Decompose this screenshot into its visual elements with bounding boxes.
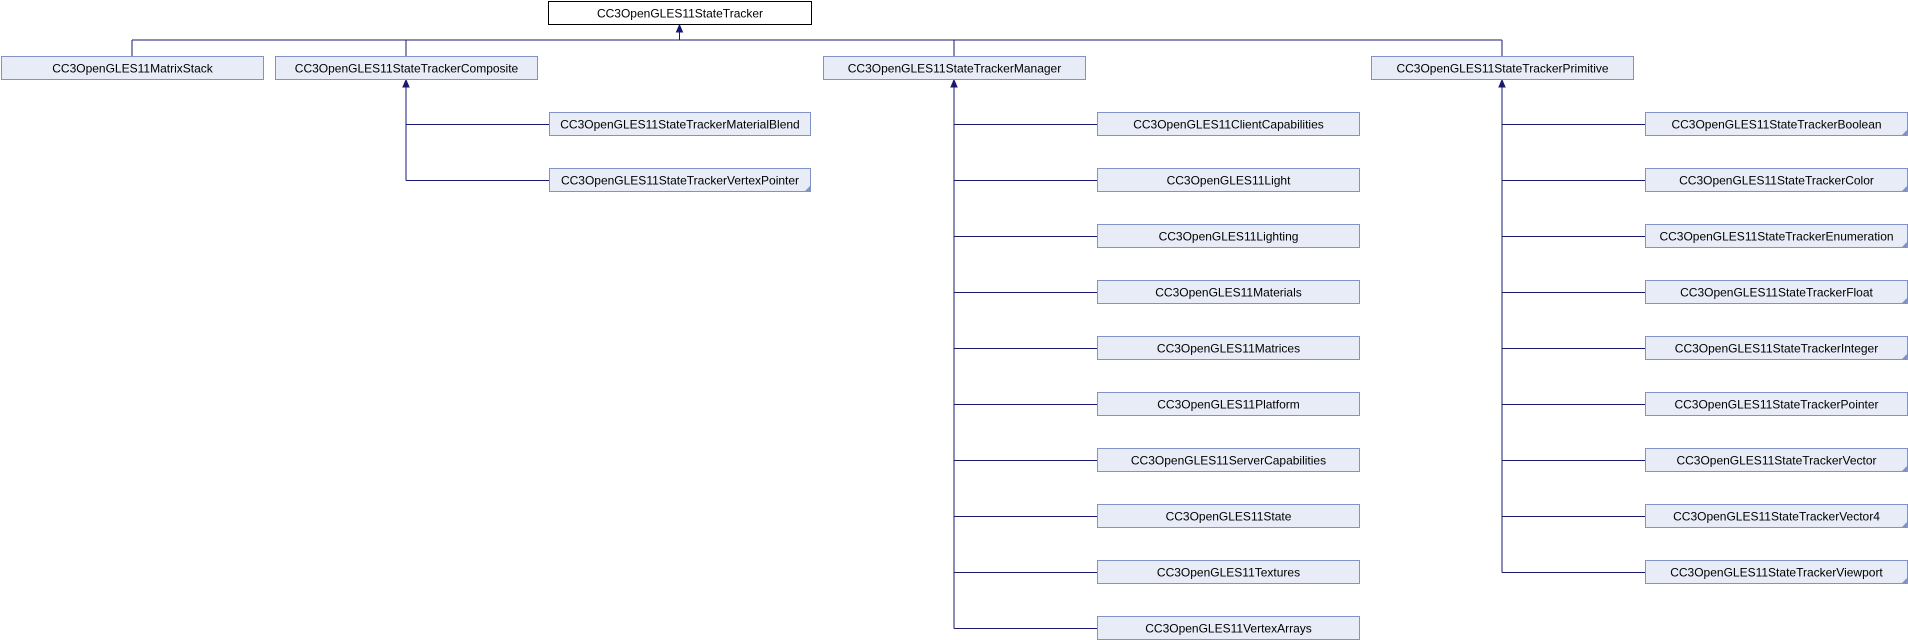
node-state-tracker-float-fold-corner xyxy=(1901,297,1908,304)
node-state-tracker-viewport-fold-corner xyxy=(1901,577,1908,584)
node-state-tracker-composite[interactable]: CC3OpenGLES11StateTrackerComposite xyxy=(275,56,538,80)
node-state-tracker-manager[interactable]: CC3OpenGLES11StateTrackerManager xyxy=(823,56,1086,80)
node-state-tracker-float-label: CC3OpenGLES11StateTrackerFloat xyxy=(1680,286,1873,300)
node-state-tracker-vector-fold-corner xyxy=(1901,465,1908,472)
inheritance-edges xyxy=(131,23,1645,629)
node-platform[interactable]: CC3OpenGLES11Platform xyxy=(1097,392,1360,416)
node-state-tracker-pointer-label: CC3OpenGLES11StateTrackerPointer xyxy=(1674,398,1878,412)
node-state-tracker-composite-box xyxy=(275,56,538,80)
node-state-tracker-primitive[interactable]: CC3OpenGLES11StateTrackerPrimitive xyxy=(1371,56,1634,80)
node-textures[interactable]: CC3OpenGLES11Textures xyxy=(1097,560,1360,584)
node-state-tracker-material-blend[interactable]: CC3OpenGLES11StateTrackerMaterialBlend xyxy=(549,112,811,136)
node-matrix-stack-box xyxy=(1,56,264,80)
node-state-tracker-color[interactable]: CC3OpenGLES11StateTrackerColor xyxy=(1645,168,1908,192)
node-vertex-arrays[interactable]: CC3OpenGLES11VertexArrays xyxy=(1097,616,1360,640)
node-client-capabilities-label: CC3OpenGLES11ClientCapabilities xyxy=(1133,118,1324,132)
node-state-tracker-composite-label: CC3OpenGLES11StateTrackerComposite xyxy=(295,62,519,76)
node-state-tracker-vector[interactable]: CC3OpenGLES11StateTrackerVector xyxy=(1645,448,1908,472)
node-matrix-stack[interactable]: CC3OpenGLES11MatrixStack xyxy=(1,56,264,80)
node-server-capabilities[interactable]: CC3OpenGLES11ServerCapabilities xyxy=(1097,448,1360,472)
node-state-tracker-float[interactable]: CC3OpenGLES11StateTrackerFloat xyxy=(1645,280,1908,304)
node-state-tracker-primitive-box xyxy=(1371,56,1634,80)
node-matrices-box xyxy=(1097,336,1360,360)
node-state-tracker-boolean-fold-corner xyxy=(1901,129,1908,136)
node-state-tracker-boolean-label: CC3OpenGLES11StateTrackerBoolean xyxy=(1671,118,1881,132)
arrow-to-root xyxy=(675,23,684,33)
node-vertex-arrays-label: CC3OpenGLES11VertexArrays xyxy=(1145,622,1312,636)
node-light-box xyxy=(1097,168,1360,192)
node-platform-box xyxy=(1097,392,1360,416)
node-state-tracker-manager-label: CC3OpenGLES11StateTrackerManager xyxy=(848,62,1061,76)
arrow-to-state-tracker-manager xyxy=(950,78,958,88)
node-client-capabilities-box xyxy=(1097,112,1360,136)
node-materials-label: CC3OpenGLES11Materials xyxy=(1155,286,1302,300)
node-textures-label: CC3OpenGLES11Textures xyxy=(1157,566,1300,580)
node-state-tracker-pointer[interactable]: CC3OpenGLES11StateTrackerPointer xyxy=(1645,392,1908,416)
node-textures-box xyxy=(1097,560,1360,584)
node-state-tracker-enumeration[interactable]: CC3OpenGLES11StateTrackerEnumeration xyxy=(1645,224,1908,248)
node-state-tracker-boolean[interactable]: CC3OpenGLES11StateTrackerBoolean xyxy=(1645,112,1908,136)
node-lighting-box xyxy=(1097,224,1360,248)
node-state-tracker-manager-box xyxy=(823,56,1086,80)
node-state-tracker-vertex-pointer-fold-corner xyxy=(804,185,811,192)
node-platform-label: CC3OpenGLES11Platform xyxy=(1157,398,1300,412)
node-state-tracker-viewport[interactable]: CC3OpenGLES11StateTrackerViewport xyxy=(1645,560,1908,584)
node-state-tracker-vector4-fold-corner xyxy=(1901,521,1908,528)
node-state-label: CC3OpenGLES11State xyxy=(1166,510,1292,524)
node-root-state-tracker-box xyxy=(548,1,812,25)
node-state-tracker-color-fold-corner xyxy=(1901,185,1908,192)
node-state-box xyxy=(1097,504,1360,528)
node-materials[interactable]: CC3OpenGLES11Materials xyxy=(1097,280,1360,304)
node-state-tracker-integer[interactable]: CC3OpenGLES11StateTrackerInteger xyxy=(1645,336,1908,360)
node-state-tracker-integer-fold-corner xyxy=(1901,353,1908,360)
node-lighting[interactable]: CC3OpenGLES11Lighting xyxy=(1097,224,1360,248)
node-root-state-tracker-label: CC3OpenGLES11StateTracker xyxy=(597,7,763,21)
node-state-tracker-integer-label: CC3OpenGLES11StateTrackerInteger xyxy=(1675,342,1878,356)
arrow-to-state-tracker-composite xyxy=(402,78,410,88)
node-state-tracker-vertex-pointer-box xyxy=(549,168,811,192)
node-lighting-label: CC3OpenGLES11Lighting xyxy=(1159,230,1299,244)
node-client-capabilities[interactable]: CC3OpenGLES11ClientCapabilities xyxy=(1097,112,1360,136)
node-state-tracker-material-blend-label: CC3OpenGLES11StateTrackerMaterialBlend xyxy=(560,118,799,132)
node-matrices-label: CC3OpenGLES11Matrices xyxy=(1157,342,1300,356)
node-state-tracker-viewport-label: CC3OpenGLES11StateTrackerViewport xyxy=(1670,566,1883,580)
node-state-tracker-vector4-label: CC3OpenGLES11StateTrackerVector4 xyxy=(1673,510,1880,524)
node-root-state-tracker[interactable]: CC3OpenGLES11StateTracker xyxy=(548,1,812,25)
node-light[interactable]: CC3OpenGLES11Light xyxy=(1097,168,1360,192)
node-state-tracker-material-blend-box xyxy=(549,112,811,136)
node-matrix-stack-label: CC3OpenGLES11MatrixStack xyxy=(52,62,214,76)
node-state[interactable]: CC3OpenGLES11State xyxy=(1097,504,1360,528)
node-state-tracker-color-label: CC3OpenGLES11StateTrackerColor xyxy=(1679,174,1874,188)
node-light-label: CC3OpenGLES11Light xyxy=(1167,174,1292,188)
arrow-to-state-tracker-primitive xyxy=(1498,78,1506,88)
node-state-tracker-vertex-pointer[interactable]: CC3OpenGLES11StateTrackerVertexPointer xyxy=(549,168,811,192)
node-server-capabilities-box xyxy=(1097,448,1360,472)
node-server-capabilities-label: CC3OpenGLES11ServerCapabilities xyxy=(1131,454,1326,468)
node-state-tracker-vector-label: CC3OpenGLES11StateTrackerVector xyxy=(1676,454,1876,468)
node-state-tracker-vertex-pointer-label: CC3OpenGLES11StateTrackerVertexPointer xyxy=(561,174,799,188)
node-matrices[interactable]: CC3OpenGLES11Matrices xyxy=(1097,336,1360,360)
node-state-tracker-vector4[interactable]: CC3OpenGLES11StateTrackerVector4 xyxy=(1645,504,1908,528)
node-materials-box xyxy=(1097,280,1360,304)
node-state-tracker-enumeration-fold-corner xyxy=(1901,241,1908,248)
node-state-tracker-primitive-label: CC3OpenGLES11StateTrackerPrimitive xyxy=(1396,62,1608,76)
node-state-tracker-enumeration-label: CC3OpenGLES11StateTrackerEnumeration xyxy=(1659,230,1893,244)
